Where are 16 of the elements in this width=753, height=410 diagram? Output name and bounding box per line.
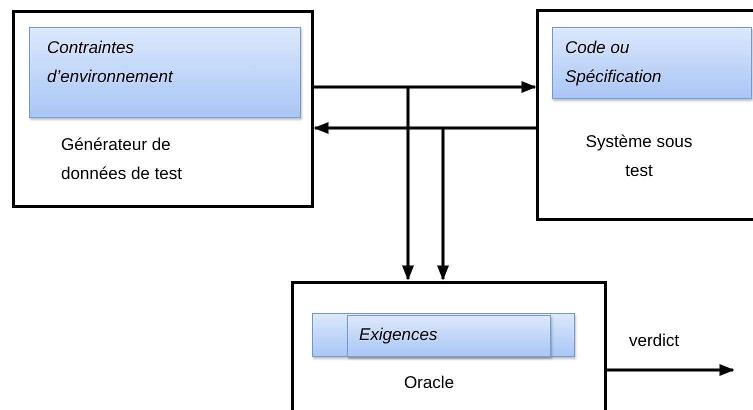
component-box [536,9,753,221]
band-label: Exigences [359,324,438,346]
component-label: Système sous test [584,131,694,182]
component-label: Oracle [402,372,456,394]
arrow [607,364,734,376]
component-label: Générateur de données de test [61,134,183,185]
module-band [347,315,551,357]
band-label: Contraintes d’environnement [47,37,174,88]
arrow [437,126,536,280]
band-bar [312,313,575,357]
arrow [314,86,414,280]
component-box [291,281,607,410]
component-box [12,10,314,208]
module-band [29,27,301,118]
module-band [552,27,752,99]
band-label: Code ou Spécification [565,37,662,88]
